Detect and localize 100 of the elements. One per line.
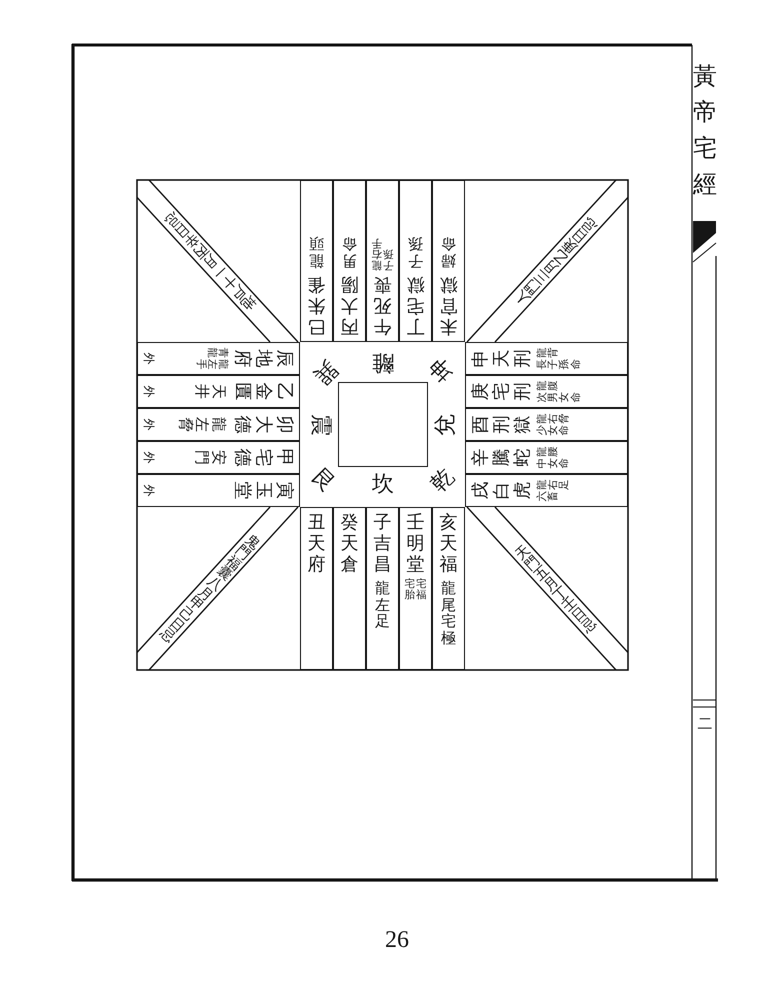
cell-title: 天刑 [491,350,534,368]
cell-note: 六畜 [536,491,560,502]
cell-title: 宅獄 [406,273,424,316]
cell-note: 外 [142,418,155,430]
cell-note: 龍左足 [375,580,390,630]
direction-cell [300,180,333,342]
page-number: 26 [385,928,409,952]
cell-title: 大陽 [340,273,358,316]
direction-cell [399,180,432,342]
cell-title: 明堂 [406,533,424,576]
direction-label: 丙 [340,316,358,337]
cell-title: 宅德 [231,448,274,466]
cell-note: 婦命 [441,236,456,270]
direction-cell [333,180,366,342]
cell-title: 官獄 [440,273,458,316]
trigram-label: 兌 [435,414,457,436]
center-square [338,382,428,467]
cell-note: 外 [142,386,155,398]
cell-note: 天井 [194,384,228,399]
cell-note: 子孫 [383,248,394,270]
trigram-label: 坤 [426,353,458,385]
direction-cell [465,474,628,507]
cell-note: 外 [142,484,155,496]
direction-cell [300,507,333,670]
direction-cell [366,507,399,670]
direction-label: 庚 [470,382,492,400]
cell-title: 刑獄 [491,416,534,434]
cell-note: 龍右手 [372,236,382,270]
direction-cell [432,507,465,670]
direction-label: 寅 [274,482,295,500]
direction-label: 乙 [274,382,295,400]
cell-title: 天福 [440,533,458,576]
cell-note: 龍頭 [309,236,324,270]
cell-note: 龍左脅 [176,417,228,432]
cell-note: 龍左手 [194,359,228,370]
direction-label: 癸 [340,512,358,534]
cell-note: 次男女命 [536,392,582,402]
direction-label: 申 [470,350,492,368]
direction-cell [137,474,300,507]
band-inscription: 人門三月乙庚日忌 [512,215,599,307]
cell-title: 地府 [231,350,274,368]
direction-cell [333,507,366,670]
cell-note: 龍背 [536,348,560,358]
cell-title: 玉堂 [231,482,274,500]
direction-label: 酉 [470,416,492,434]
direction-label: 甲 [274,448,295,466]
direction-cell [432,180,465,342]
cell-title: 宅刑 [491,382,534,400]
direction-label: 卯 [274,416,295,434]
direction-cell [137,342,300,375]
direction-label: 丑 [308,512,326,534]
direction-label: 丁 [406,316,424,337]
band-inscription: 天門五月丁壬日忌 [512,542,598,635]
cell-note: 中女命 [536,458,571,468]
cell-note: 宅福 [416,578,426,602]
direction-cell [399,507,432,670]
band-inscription: 地戶十一月丙辛日忌 [162,210,258,312]
cell-title: 大德 [231,416,274,434]
cell-note: 宅胎 [404,578,415,602]
direction-label: 辰 [274,350,295,368]
cell-title: 白虎 [491,482,534,500]
cell-note: 子孫 [408,236,423,270]
running-head: 黃帝宅經 [693,61,717,200]
cell-title: 天倉 [340,533,358,576]
trigram-label: 乾 [427,465,459,497]
cell-note: 少女命 [536,425,571,436]
cell-note: 龍右足 [536,480,571,490]
cell-title: 吉昌 [374,533,392,576]
cell-title: 金匱 [231,382,274,400]
direction-cell [137,408,300,441]
trigram-label: 離 [372,351,394,373]
cell-note: 龍右脅 [536,414,571,424]
cell-note: 男命 [342,236,357,270]
trigram-label: 巽 [309,356,341,388]
cell-note: 龍腹 [536,380,560,391]
direction-cell [465,408,628,441]
direction-cell [137,441,300,474]
cell-title: 天府 [308,533,326,576]
direction-cell [366,180,399,342]
leaf-number: 二 [698,716,712,732]
direction-label: 未 [440,316,458,337]
cell-note: 外 [142,452,155,464]
direction-label: 戌 [470,482,492,500]
cell-note: 長子孫命 [536,359,582,370]
cell-title: 朱雀 [308,273,326,316]
cell-note: 安門 [194,450,228,465]
trigram-label: 坎 [372,474,394,496]
cell-note: 青龍 [206,348,228,358]
direction-cell [465,441,628,474]
trigram-label: 震 [309,414,331,436]
cell-title: 死喪 [374,273,392,316]
direction-cell [465,342,628,375]
direction-label: 午 [374,316,392,337]
cell-note: 龍腰 [536,446,560,457]
direction-label: 辛 [470,448,492,466]
direction-cell [465,375,628,408]
direction-label: 子 [374,512,392,534]
band-inscription: 鬼門福囊八月甲己日忌 [157,532,262,645]
trigram-label: 艮 [307,465,339,497]
cell-title: 騰蛇 [491,448,534,466]
